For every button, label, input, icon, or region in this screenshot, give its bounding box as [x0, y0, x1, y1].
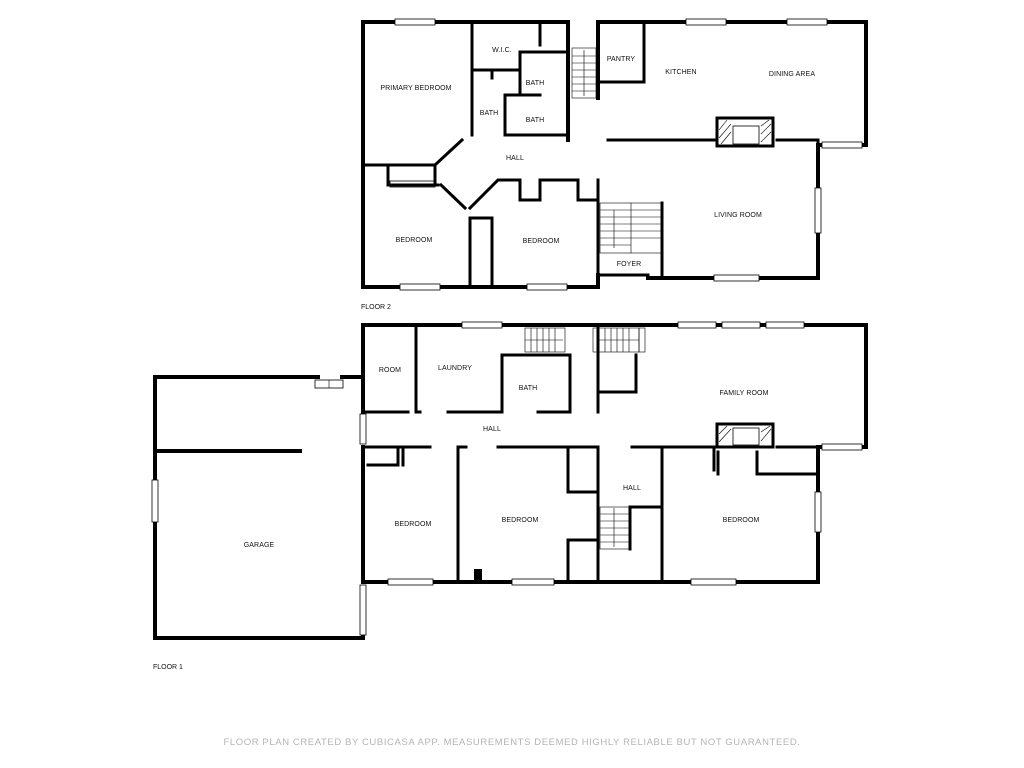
room-label-hall: HALL [623, 485, 641, 492]
room-label-laundry: LAUNDRY [438, 365, 472, 372]
fireplace-hearth [732, 427, 760, 446]
stairs-foyer [599, 202, 663, 254]
floor-2-plan: PRIMARY BEDROOM W.I.C. BATH BATH BATH PA… [361, 18, 868, 311]
room-label-bedroom: BEDROOM [723, 517, 760, 524]
pantry-wall [596, 20, 646, 84]
window [399, 283, 441, 291]
fireplace-hatch [718, 119, 772, 145]
window [821, 141, 863, 149]
room-label-foyer: FOYER [617, 261, 642, 268]
room-label-bath: BATH [526, 80, 545, 87]
floor-1-plan: ROOM LAUNDRY BATH FAMILY ROOM HALL HALL … [151, 321, 868, 671]
room-label-bath: BATH [526, 117, 545, 124]
stair-wall [628, 505, 662, 551]
room-label-bedroom: BEDROOM [395, 521, 432, 528]
fireplace-hatch [718, 425, 772, 443]
window [765, 321, 805, 329]
room-label-primary-bedroom: PRIMARY BEDROOM [380, 85, 451, 92]
stairs-family-room [524, 327, 646, 353]
stairs-hall [599, 506, 631, 550]
room-label-kitchen: KITCHEN [665, 69, 696, 76]
window [690, 578, 737, 586]
room-label-room: ROOM [379, 367, 401, 374]
window [821, 443, 863, 451]
window [814, 187, 822, 234]
window [814, 491, 822, 533]
floor-1-interior-wall [361, 323, 820, 584]
window [387, 578, 434, 586]
window [685, 18, 727, 26]
garage-wall [153, 375, 365, 640]
floor-2-title: FLOOR 2 [361, 304, 391, 311]
fireplace-hearth [732, 125, 760, 145]
window [511, 578, 555, 586]
window [526, 283, 568, 291]
foyer-wall [596, 201, 664, 277]
room-label-hall: HALL [506, 155, 524, 162]
room-label-living-room: LIVING ROOM [714, 212, 762, 219]
room-label-garage: GARAGE [244, 542, 275, 549]
window [786, 18, 828, 26]
window [721, 321, 761, 329]
room-label-bath: BATH [480, 110, 499, 117]
floor-1-title: FLOOR 1 [153, 664, 183, 671]
room-label-family-room: FAMILY ROOM [719, 390, 768, 397]
room-label-bath: BATH [519, 385, 538, 392]
room-label-wic: W.I.C. [492, 47, 512, 54]
room-label-dining-area: DINING AREA [769, 71, 815, 78]
window [394, 18, 436, 26]
garage-post [255, 636, 263, 640]
window [359, 584, 367, 636]
bedroom-post [474, 569, 482, 580]
room-label-hall: HALL [483, 426, 501, 433]
room-label-bedroom: BEDROOM [396, 237, 433, 244]
window [713, 274, 760, 282]
floor-2-stair-wall [566, 20, 600, 142]
room-label-bedroom: BEDROOM [502, 517, 539, 524]
window [359, 413, 367, 445]
floor-2-interior-wall [361, 20, 820, 289]
room-label-bedroom: BEDROOM [523, 238, 560, 245]
window [461, 321, 503, 329]
stairs-upper [571, 47, 597, 99]
garage-door [151, 479, 159, 523]
floor-1-exterior-wall [361, 323, 868, 584]
window [677, 321, 717, 329]
room-label-pantry: PANTRY [607, 56, 636, 63]
footer-disclaimer: FLOOR PLAN CREATED BY CUBICASA APP. MEAS… [223, 737, 800, 748]
